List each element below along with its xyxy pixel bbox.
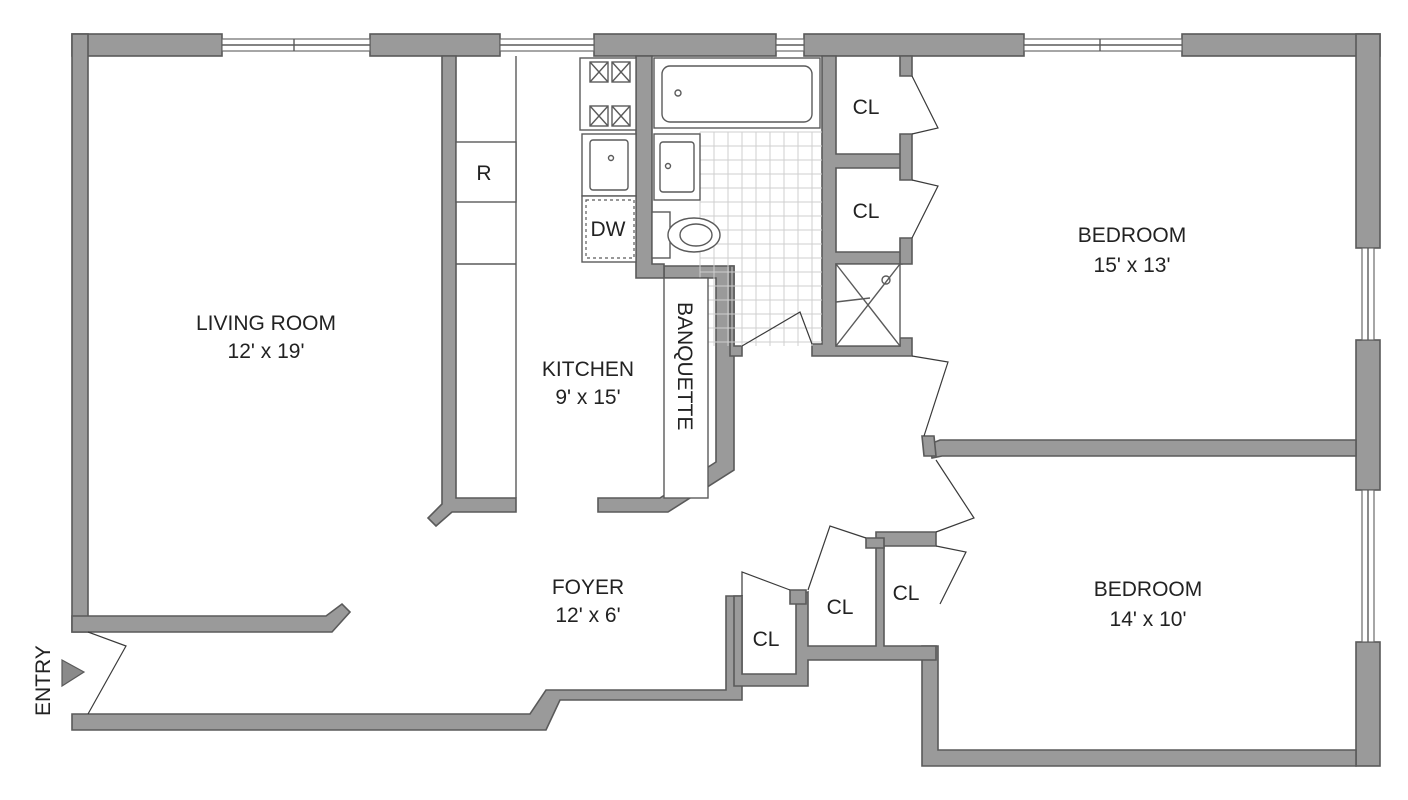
wall-right-top — [1355, 33, 1381, 249]
foyer-name: FOYER — [552, 576, 624, 599]
door-bedroom2 — [935, 459, 975, 533]
banquette: BANQUETTE — [663, 277, 709, 499]
closet-label: CL — [893, 582, 920, 605]
wall-bath-west — [635, 55, 665, 279]
banquette-label: BANQUETTE — [673, 302, 696, 430]
wall-closet-divider — [865, 537, 885, 549]
door-bathroom — [741, 311, 813, 347]
bathtub — [653, 57, 821, 129]
wall-living-kitchen — [426, 55, 517, 528]
wall-closet-upper-1 — [899, 55, 913, 77]
wall-bedroom2-outer — [921, 645, 1357, 767]
wall-top-4 — [803, 33, 1025, 57]
stove-burners — [589, 61, 631, 127]
shower — [835, 263, 901, 347]
bedroom2-name: BEDROOM — [1094, 578, 1203, 601]
bath-tile-grid — [699, 131, 822, 346]
wall-bath-south — [729, 265, 743, 357]
windows — [221, 38, 1375, 643]
dishwasher — [581, 195, 637, 263]
closet-label: CL — [827, 596, 854, 619]
wall-top-3 — [593, 33, 777, 57]
closet-label: CL — [853, 96, 880, 119]
kitchen-name: KITCHEN — [542, 358, 634, 381]
wall-top-2 — [369, 33, 501, 57]
door-closet-foyer-3 — [935, 545, 967, 605]
door-entry — [87, 631, 127, 715]
door-closet-upper-2 — [911, 179, 939, 239]
wall-left — [71, 33, 89, 633]
wall-bedroom-divider — [929, 439, 1357, 459]
entry-arrow-icon — [61, 658, 86, 688]
closet-label: CL — [853, 200, 880, 223]
foyer-size: 12' x 6' — [555, 604, 620, 627]
outer-walls — [71, 33, 1381, 767]
kitchen-fixtures: R DW — [455, 56, 637, 498]
refrigerator — [455, 141, 517, 203]
dishwasher-label: DW — [591, 218, 626, 241]
bedroom1-size: 15' x 13' — [1094, 254, 1171, 277]
living-room-name: LIVING ROOM — [196, 312, 336, 335]
closet-labels: CL CL CL CL CL — [753, 96, 920, 651]
doors — [87, 75, 975, 715]
bedroom2-size: 14' x 10' — [1110, 608, 1187, 631]
wall-closet-upper-2 — [899, 133, 913, 181]
banquette-bench — [663, 277, 709, 499]
wall-right-mid — [1355, 339, 1381, 491]
living-room-size: 12' x 19' — [228, 340, 305, 363]
wall-closet-upper-3 — [899, 237, 913, 265]
wall-top-5 — [1181, 33, 1381, 57]
closet-label: CL — [753, 628, 780, 651]
kitchen-size: 9' x 15' — [555, 386, 620, 409]
refrigerator-label: R — [476, 162, 491, 185]
wall-closet-stub — [789, 589, 807, 605]
room-labels: LIVING ROOM 12' x 19' KITCHEN 9' x 15' F… — [196, 224, 1202, 631]
entry-marker: ENTRY — [32, 645, 86, 716]
door-closet-upper-1 — [911, 75, 939, 135]
door-closet-foyer-2 — [807, 525, 867, 591]
bathroom — [651, 57, 822, 346]
wall-divider-stub — [921, 435, 937, 457]
bedroom1-name: BEDROOM — [1078, 224, 1187, 247]
wall-living-bottom — [71, 602, 352, 633]
door-closet-foyer-1 — [741, 571, 791, 596]
wall-top-1 — [71, 33, 223, 57]
entry-label: ENTRY — [32, 645, 55, 716]
wall-right-bot — [1355, 641, 1381, 767]
door-bedroom1 — [911, 355, 949, 437]
bath-sink — [653, 133, 701, 201]
kitchen-sink — [581, 133, 637, 197]
